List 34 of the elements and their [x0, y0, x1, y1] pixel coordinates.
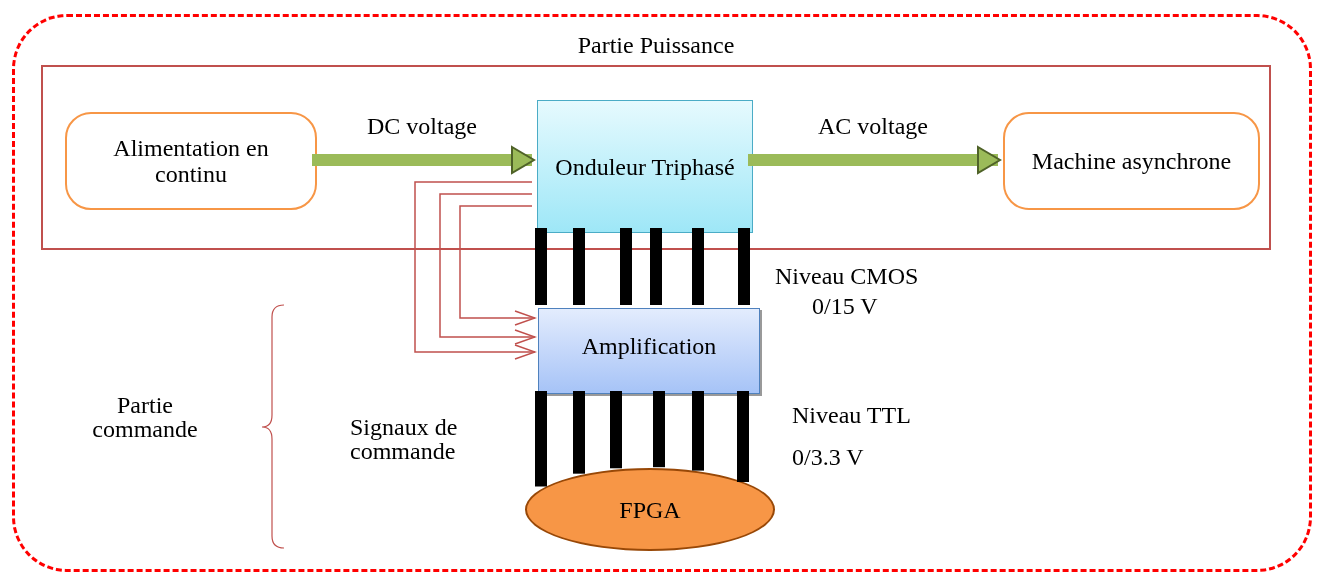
annotation-text: Partie commande — [91, 393, 199, 441]
signal-bar — [573, 391, 585, 474]
signal-bar — [535, 228, 547, 305]
annotation-text: 0/15 V — [812, 293, 878, 319]
node-label: Machine asynchrone — [1030, 148, 1233, 174]
annotation-text: Niveau TTL — [792, 402, 911, 428]
signal-bar — [620, 228, 632, 305]
signal-bar — [650, 228, 662, 305]
signal-bar — [737, 391, 749, 482]
process-box — [537, 100, 753, 233]
arrow — [439, 193, 536, 345]
annotation-text: 0/3.3 V — [792, 444, 864, 470]
arrow — [748, 146, 1001, 174]
node-label: Amplification — [580, 332, 718, 359]
annotation-text: Signaux de commande — [350, 415, 459, 463]
rounded-box — [65, 112, 317, 210]
signal-bar — [653, 391, 665, 468]
signal-bar — [610, 391, 622, 469]
signal-bar — [692, 391, 704, 471]
dashed-region — [12, 14, 1312, 572]
arrow — [312, 146, 535, 174]
node-label: FPGA — [618, 496, 682, 523]
rounded-box — [1003, 112, 1260, 210]
section-heading: Partie Puissance — [576, 32, 736, 58]
signal-bar — [535, 391, 547, 487]
node-label: Alimentation en continu — [112, 135, 270, 187]
signal-bar — [738, 228, 750, 305]
signal-bar — [573, 228, 585, 305]
annotation-text: Niveau CMOS — [775, 263, 919, 289]
arrow — [459, 205, 536, 326]
signal-bar — [692, 228, 704, 305]
arrow — [414, 181, 536, 360]
process-box — [538, 308, 760, 394]
node-label: Onduleur Triphasé — [554, 153, 736, 180]
